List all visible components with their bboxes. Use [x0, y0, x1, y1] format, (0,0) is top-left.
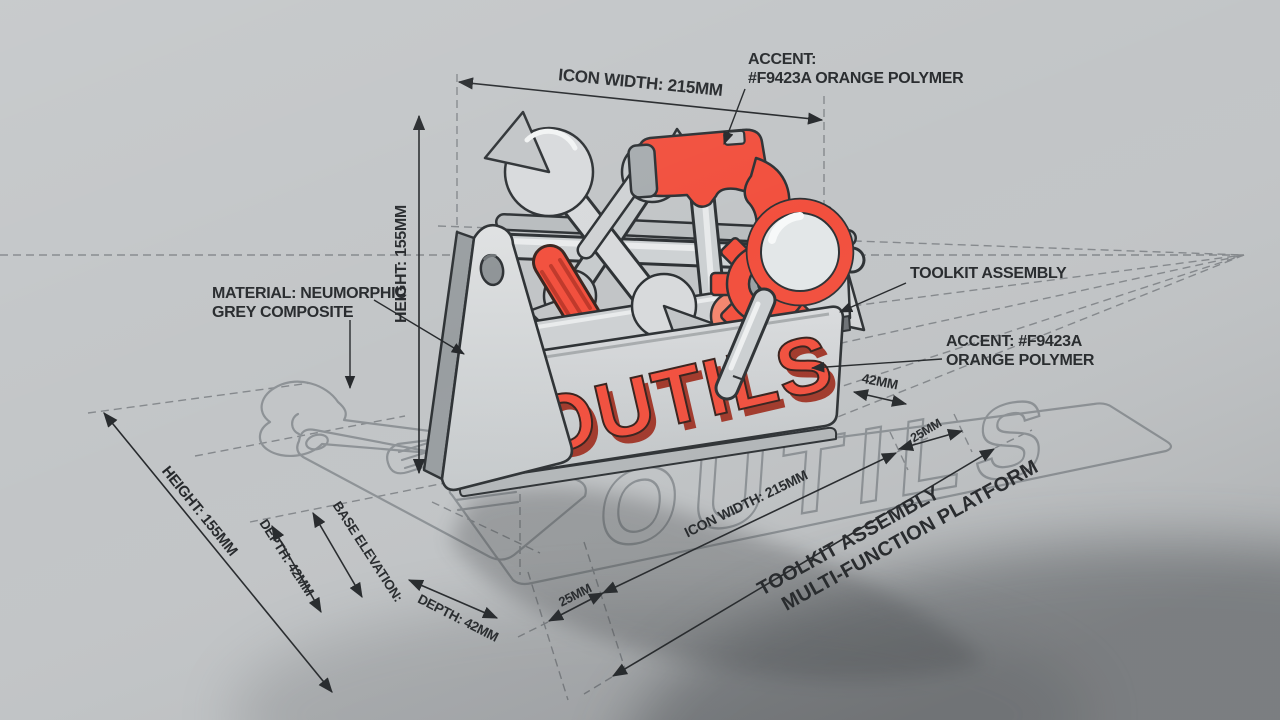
toolbox-blueprint: OUTILS — [0, 0, 1280, 720]
lighting-overlay — [0, 0, 1280, 720]
blueprint-canvas: OUTILS — [0, 0, 1280, 720]
